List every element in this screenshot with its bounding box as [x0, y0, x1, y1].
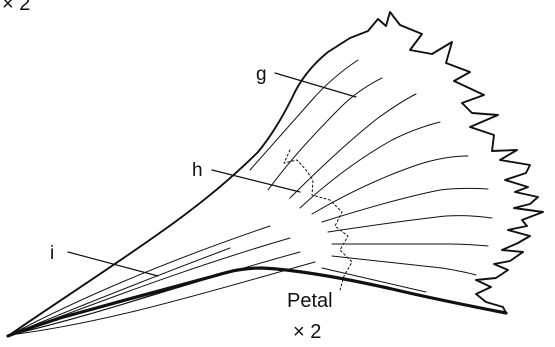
- label-i-text: i: [50, 243, 54, 264]
- blade-veins: [250, 60, 492, 292]
- cropped-scale-caption: × 2: [2, 0, 30, 15]
- caption-title: Petal: [287, 290, 333, 312]
- leader-line-g: [275, 73, 356, 97]
- leader-line-i: [68, 252, 158, 276]
- petal-outline: [8, 12, 543, 336]
- figure-caption: Petal × 2: [287, 290, 333, 343]
- caption-scale: × 2: [293, 321, 321, 343]
- leader-line-h: [212, 170, 300, 192]
- claw-veins: [10, 226, 315, 335]
- label-g-text: g: [256, 64, 267, 85]
- label-g: g: [256, 64, 356, 97]
- label-h-text: h: [192, 160, 203, 181]
